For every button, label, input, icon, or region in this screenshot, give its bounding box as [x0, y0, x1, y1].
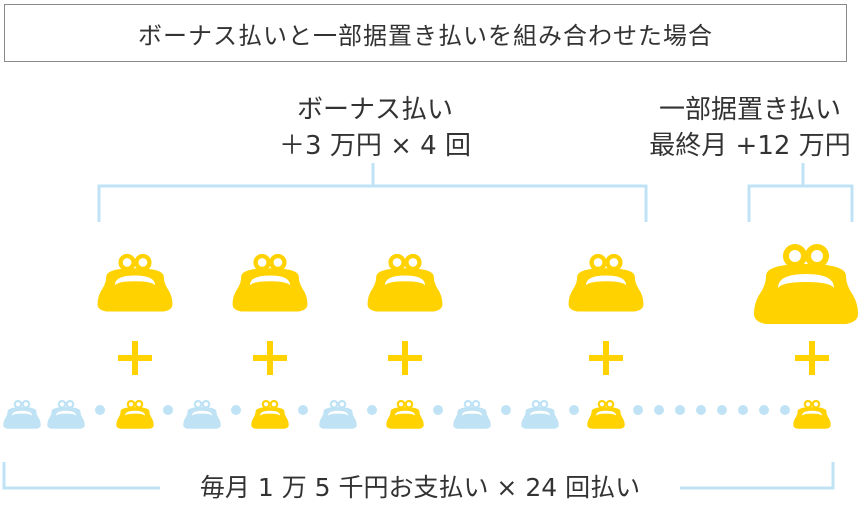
dot-icon — [759, 405, 769, 415]
title-box: ボーナス払いと一部据置き払いを組み合わせた場合 — [4, 4, 847, 62]
dot-icon — [717, 405, 727, 415]
deferred-label-line2: 最終月 +12 万円 — [649, 131, 851, 161]
plus-icon — [388, 341, 422, 375]
plus-icon — [589, 341, 623, 375]
monthly-label: 毎月 1 万 5 千円お支払い × 24 回払い — [160, 470, 680, 506]
dot-icon — [696, 405, 706, 415]
coin-purse-icon — [318, 399, 358, 430]
coin-purse-icon — [520, 399, 560, 430]
coin-purse-icon — [98, 256, 173, 311]
monthly-bracket-left — [2, 462, 160, 490]
dot-icon — [231, 405, 241, 415]
monthly-row — [2, 399, 832, 430]
coin-purse-icon — [385, 399, 425, 430]
coin-purse-icon — [754, 247, 858, 324]
dot-icon — [780, 405, 790, 415]
monthly-label-text: 毎月 1 万 5 千円お支払い × 24 回払い — [199, 473, 641, 502]
dot-icon — [95, 405, 105, 415]
plus-icon — [118, 341, 152, 375]
bonus-label: ボーナス払い ＋3 万円 × 4 回 — [245, 92, 505, 164]
dot-icon — [654, 405, 664, 415]
coin-purse-icon — [368, 256, 443, 311]
deferred-label: 一部据置き払い 最終月 +12 万円 — [640, 92, 859, 164]
dot-icon — [738, 405, 748, 415]
coin-purse-icon — [46, 399, 86, 430]
title-text: ボーナス払いと一部据置き払いを組み合わせた場合 — [138, 21, 713, 50]
coin-purse-icon — [586, 399, 626, 430]
dot-icon — [298, 405, 308, 415]
coin-purse-icon — [452, 399, 492, 430]
bonus-bracket — [97, 184, 648, 222]
dot-icon — [569, 405, 579, 415]
dot-icon — [675, 405, 685, 415]
bonus-label-line2: ＋3 万円 × 4 回 — [279, 131, 471, 161]
monthly-bracket-right — [680, 462, 835, 490]
deferred-bracket — [747, 184, 854, 222]
coin-purse-icon — [182, 399, 222, 430]
dot-icon — [633, 405, 643, 415]
coin-purse-icon — [792, 399, 832, 430]
plus-icon — [253, 341, 287, 375]
plus-icon — [795, 341, 829, 375]
dot-icon — [433, 405, 443, 415]
coin-purse-icon — [2, 399, 42, 430]
dot-icon — [367, 405, 377, 415]
dot-icon — [501, 405, 511, 415]
coin-purse-icon — [569, 256, 644, 311]
coin-purse-icon — [250, 399, 290, 430]
coin-purse-icon — [233, 256, 308, 311]
coin-purse-icon — [115, 399, 155, 430]
deferred-label-line1: 一部据置き払い — [658, 95, 841, 125]
dot-icon — [163, 405, 173, 415]
bonus-label-line1: ボーナス払い — [296, 95, 453, 125]
